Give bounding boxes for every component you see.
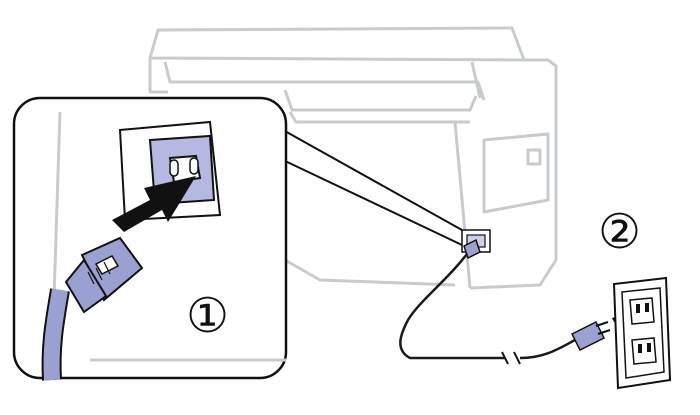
step-1-label: ① bbox=[186, 288, 229, 344]
wall-plug-icon bbox=[570, 320, 611, 352]
step-2-label: ② bbox=[598, 204, 641, 260]
zoom-callout bbox=[12, 96, 463, 380]
wall-outlet-icon bbox=[612, 276, 672, 390]
power-cord bbox=[399, 238, 591, 365]
ac-inlet-icon bbox=[118, 120, 222, 222]
insert-arrow-icon bbox=[112, 176, 196, 232]
power-plug-icon bbox=[41, 236, 144, 381]
